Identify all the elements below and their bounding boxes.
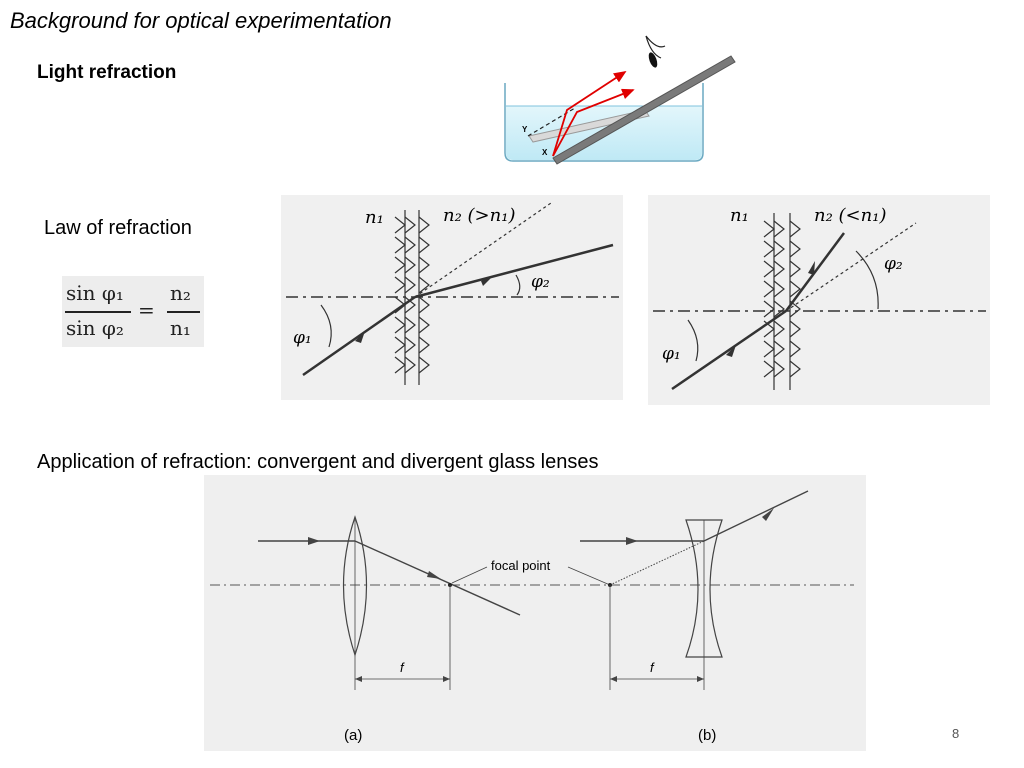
n2-label: n₂ (>n₁) bbox=[443, 205, 515, 226]
convex-incoming-arrow bbox=[308, 537, 320, 545]
application-heading: Application of refraction: convergent an… bbox=[37, 451, 599, 473]
label-y: Y bbox=[522, 125, 528, 134]
page-number: 8 bbox=[952, 726, 960, 741]
angle1-label: φ₁ bbox=[293, 328, 312, 348]
formula-numerator-right: n₂ bbox=[170, 281, 191, 305]
focal-point-leader-b bbox=[567, 566, 611, 586]
label-b: (b) bbox=[698, 727, 716, 744]
n2-label-2: n₂ (<n₁) bbox=[814, 205, 886, 226]
formula-numerator-left: sin φ₁ bbox=[66, 281, 124, 305]
angle2-label-2: φ₂ bbox=[884, 254, 903, 274]
slide-subtitle: Light refraction bbox=[37, 62, 177, 83]
concave-outgoing-ray bbox=[703, 490, 809, 542]
interface-hatch-2 bbox=[763, 213, 801, 390]
apparent-ray bbox=[527, 107, 576, 137]
label-x: X bbox=[542, 148, 548, 157]
concave-incoming-arrow bbox=[626, 537, 638, 545]
incident-ray bbox=[302, 295, 416, 377]
refracted-ray bbox=[414, 243, 614, 299]
slide-title: Background for optical experimentation bbox=[10, 8, 392, 33]
incident-arrow bbox=[355, 331, 365, 343]
tank-figure: Y X bbox=[504, 35, 736, 165]
formula-denominator-left: sin φ₂ bbox=[66, 316, 124, 340]
snell-formula: sin φ₁ sin φ₂ = n₂ n₁ bbox=[62, 276, 204, 347]
virtual-ray bbox=[609, 540, 705, 586]
refracted-ray-2 bbox=[784, 232, 846, 312]
formula-bar-left bbox=[65, 311, 131, 313]
tank-outline bbox=[504, 83, 704, 162]
refraction-figure-rarer: n₁ n₂ (<n₁) φ₁ φ₂ bbox=[648, 195, 990, 405]
continuation-line-2 bbox=[785, 222, 917, 312]
concave-outgoing-arrow bbox=[762, 508, 774, 521]
angle1-label-2: φ₁ bbox=[662, 344, 681, 364]
n1-label-2: n₁ bbox=[730, 205, 749, 226]
formula-denominator-right: n₁ bbox=[170, 316, 191, 340]
formula-equals: = bbox=[138, 298, 155, 322]
law-heading: Law of refraction bbox=[44, 217, 192, 239]
n1-label: n₁ bbox=[365, 207, 384, 228]
red-ray-2 bbox=[552, 88, 635, 157]
incident-ray-2 bbox=[671, 309, 787, 391]
lens-figure: f focal point f (a) (b) bbox=[204, 475, 866, 751]
f-label-b: f bbox=[650, 660, 655, 675]
red-ray-1 bbox=[552, 71, 627, 157]
convex-outgoing-arrow bbox=[427, 571, 441, 579]
angle2-label: φ₂ bbox=[531, 272, 550, 292]
angle1-arc bbox=[320, 304, 332, 348]
refraction-figure-denser: n₁ n₂ (>n₁) φ₁ φ₂ bbox=[281, 195, 623, 400]
refracted-arrow-2 bbox=[808, 261, 815, 275]
f-label-a: f bbox=[400, 660, 405, 675]
label-a: (a) bbox=[344, 727, 362, 744]
concave-lens bbox=[685, 519, 723, 658]
rod bbox=[552, 55, 736, 165]
focal-point-label: focal point bbox=[491, 558, 551, 573]
eye-icon bbox=[645, 35, 666, 68]
angle2-arc-2 bbox=[855, 250, 879, 310]
angle2-arc bbox=[515, 274, 521, 296]
refracted-arrow bbox=[481, 276, 493, 286]
formula-bar-right bbox=[167, 311, 200, 313]
focal-point-leader-a bbox=[451, 566, 488, 584]
angle1-arc-2 bbox=[687, 319, 699, 362]
incident-arrow-2 bbox=[726, 345, 736, 357]
